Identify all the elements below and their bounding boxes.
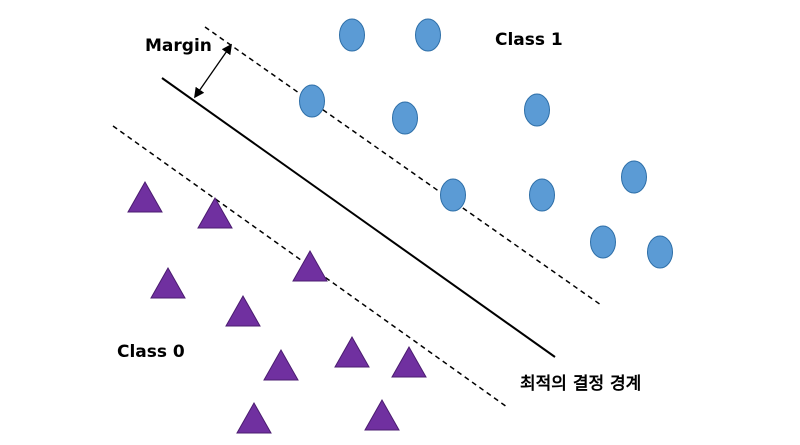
class1-circle	[415, 18, 441, 52]
margin-label: Margin	[145, 36, 212, 56]
class1-circle	[621, 160, 647, 194]
margin-arrow	[194, 43, 232, 99]
class0-triangle	[364, 398, 400, 431]
class1-circle	[392, 101, 418, 135]
class1-circle	[524, 93, 550, 127]
upper-margin-line	[204, 26, 602, 306]
class0-points	[127, 180, 427, 434]
decision-boundary-line	[161, 77, 556, 358]
class1-points	[299, 18, 673, 269]
class0-triangle	[236, 401, 272, 434]
class1-circle	[299, 84, 325, 118]
class1-circle	[339, 18, 365, 52]
class1-circle	[590, 225, 616, 259]
class0-triangle	[391, 345, 427, 378]
class0-label: Class 0	[117, 342, 185, 362]
class0-triangle	[225, 294, 261, 327]
class1-label: Class 1	[495, 30, 563, 50]
class0-triangle	[334, 335, 370, 368]
class1-circle	[440, 178, 466, 212]
class0-triangle	[292, 249, 328, 282]
class0-triangle	[127, 180, 163, 213]
class0-triangle	[197, 196, 233, 229]
class0-triangle	[263, 348, 299, 381]
class1-circle	[529, 178, 555, 212]
class1-circle	[647, 235, 673, 269]
class0-triangle	[150, 266, 186, 299]
decision-boundary-label: 최적의 결정 경계	[520, 374, 641, 394]
